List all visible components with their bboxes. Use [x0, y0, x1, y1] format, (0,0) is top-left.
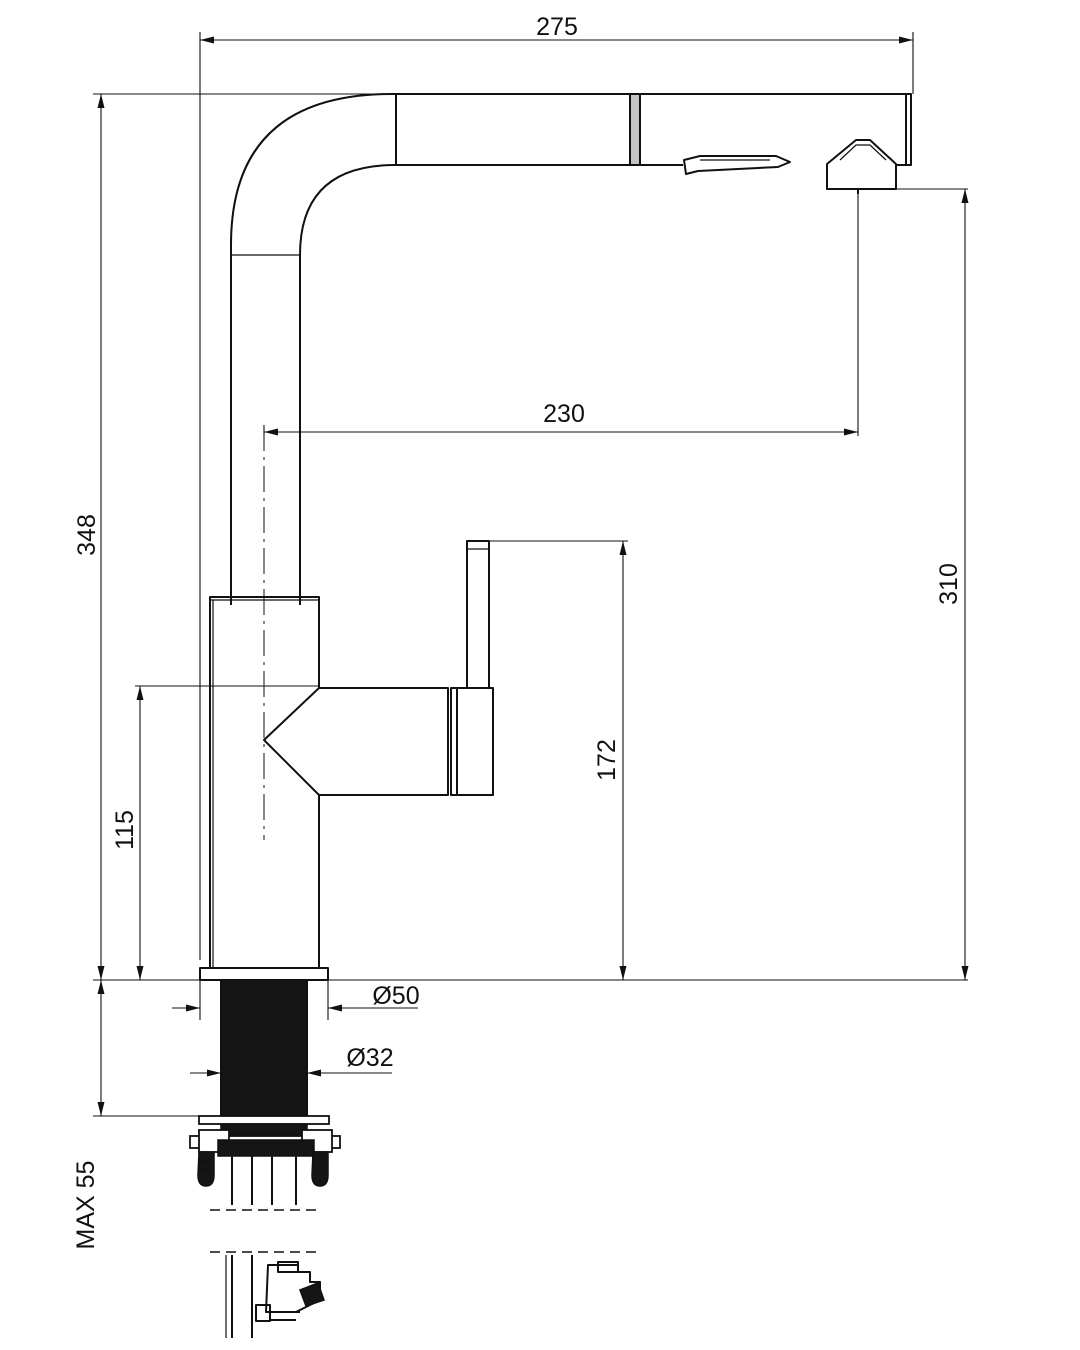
spray-lever	[683, 155, 791, 175]
faucet-outline	[189, 93, 912, 1338]
dim-spout-reach: 230	[543, 400, 585, 428]
dim-base-diameter: Ø50	[372, 982, 419, 1010]
mounting-fixture	[189, 1115, 341, 1187]
handle-cap	[450, 687, 494, 796]
extension-lines	[93, 32, 968, 1117]
spout-tube-inner	[299, 164, 683, 597]
dim-max-counter-thickness: MAX 55	[72, 1161, 100, 1250]
dim-spout-outlet-height: 310	[935, 563, 963, 605]
base-ring	[199, 967, 329, 981]
dim-handle-axis-height: 115	[111, 810, 139, 850]
lever-handle	[466, 540, 490, 688]
hoses	[210, 1156, 325, 1338]
dim-shank-diameter: Ø32	[346, 1044, 393, 1072]
dim-handle-top-height: 172	[593, 739, 621, 781]
dim-overall-width: 275	[536, 13, 578, 41]
mixer-body	[209, 596, 449, 968]
spout-tube-outer	[230, 93, 912, 597]
shank	[220, 979, 308, 1117]
spray-outlet	[826, 139, 897, 190]
dimension-lines	[97, 36, 969, 1116]
dim-overall-height: 348	[73, 514, 101, 556]
